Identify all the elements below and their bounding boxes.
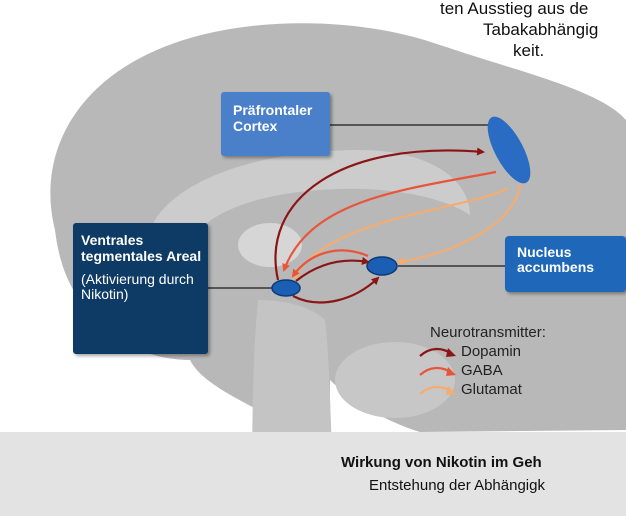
legend-title: Neurotransmitter: xyxy=(430,323,546,343)
caption-title: Wirkung von Nikotin im Geh xyxy=(341,454,542,471)
intro-line-3: keit. xyxy=(440,40,626,61)
vta-label-box: Ventrales tegmentales Areal (Aktivierung… xyxy=(73,223,208,354)
nucleus-accumbens-label-box: Nucleus accumbens xyxy=(505,236,626,292)
legend-item-glutamate: Glutamat xyxy=(418,381,546,400)
legend: Neurotransmitter: Dopamin GABA Glutamat xyxy=(418,323,546,400)
vta-label: Ventrales tegmentales Areal xyxy=(73,223,208,264)
intro-text: ten Ausstieg aus de Tabakabhängig keit. xyxy=(440,0,626,61)
prefrontal-cortex-label-box: Präfrontaler Cortex xyxy=(221,92,330,156)
legend-label-glutamate: Glutamat xyxy=(461,381,522,399)
nucleus-accumbens-label: Nucleus accumbens xyxy=(505,236,626,275)
thalamus xyxy=(238,223,302,267)
caption-subtitle: Entstehung der Abhängigk xyxy=(369,477,545,494)
prefrontal-cortex-label: Präfrontaler Cortex xyxy=(221,92,330,134)
glutamate-arrow-icon xyxy=(418,382,458,398)
dopamine-arrow-icon xyxy=(418,344,458,360)
caption-footer: Wirkung von Nikotin im Geh Entstehung de… xyxy=(0,432,626,516)
vta-note: (Aktivierung durch Nikotin) xyxy=(73,264,208,302)
vta-region xyxy=(272,280,300,296)
gaba-arrow-icon xyxy=(418,363,458,379)
intro-line-1: ten Ausstieg aus de xyxy=(440,0,626,19)
legend-item-gaba: GABA xyxy=(418,362,546,381)
legend-label-gaba: GABA xyxy=(461,362,503,380)
nucleus-accumbens-region xyxy=(367,257,397,275)
legend-label-dopamine: Dopamin xyxy=(461,343,521,361)
intro-line-2: Tabakabhängig xyxy=(440,19,626,40)
legend-item-dopamine: Dopamin xyxy=(418,343,546,362)
